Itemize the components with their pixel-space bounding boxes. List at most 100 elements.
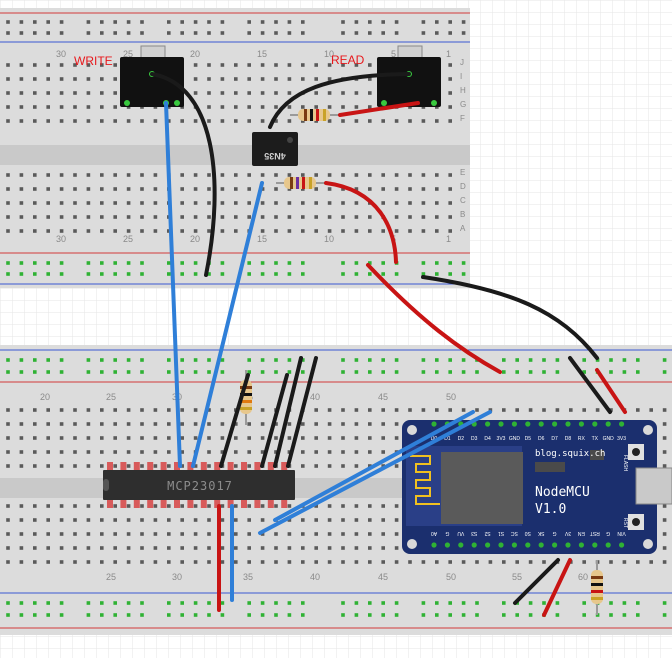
breadboard-hole <box>528 370 533 374</box>
breadboard-hole <box>46 613 50 617</box>
breadboard-hole <box>33 560 37 564</box>
breadboard-hole <box>314 408 318 412</box>
breadboard-hole <box>153 119 158 123</box>
breadboard-hole <box>662 370 667 374</box>
breadboard-hole <box>19 20 24 24</box>
breadboard-hole <box>180 261 184 265</box>
breadboard-hole <box>260 504 265 508</box>
breadboard-hole <box>19 261 24 265</box>
breadboard-hole <box>421 187 426 191</box>
breadboard-hole <box>19 613 24 617</box>
breadboard-hole <box>662 464 667 468</box>
breadboard-hole <box>207 20 211 24</box>
breadboard-hole <box>381 560 385 564</box>
breadboard-hole <box>327 229 332 233</box>
breadboard-hole <box>354 560 359 564</box>
breadboard-hole <box>33 532 37 536</box>
breadboard-hole <box>220 215 225 219</box>
breadboard-hole <box>6 215 10 219</box>
breadboard-hole <box>260 63 265 67</box>
breadboard-hole <box>381 201 385 205</box>
breadboard-hole <box>381 613 385 617</box>
breadboard-hole <box>301 31 305 35</box>
breadboard-hole <box>461 358 466 362</box>
breadboard-hole <box>180 408 184 412</box>
nodemcu-pin-label: G <box>445 530 449 536</box>
wire-black-read <box>268 72 411 129</box>
breadboard-hole <box>394 422 399 426</box>
nodemcu-pin <box>592 542 598 548</box>
col-num: 25 <box>123 49 133 59</box>
breadboard-hole <box>260 532 265 536</box>
breadboard-hole <box>59 105 64 109</box>
breadboard-hole <box>33 20 37 24</box>
resistor-bottom-right <box>591 560 603 615</box>
breadboard-hole <box>234 464 238 468</box>
breadboard-hole <box>662 436 667 440</box>
breadboard-hole <box>247 105 251 109</box>
col-num: 1 <box>446 49 451 59</box>
breadboard-hole <box>301 518 305 522</box>
breadboard-hole <box>153 560 158 564</box>
breadboard-hole <box>488 560 493 564</box>
breadboard-hole <box>193 464 198 468</box>
breadboard-hole <box>327 450 332 454</box>
read-jack <box>377 45 441 107</box>
breadboard-hole <box>167 450 171 454</box>
breadboard-hole <box>435 601 439 605</box>
col-num: 10 <box>324 49 334 59</box>
chip-pin <box>107 500 113 508</box>
breadboard-hole <box>126 261 131 265</box>
breadboard-hole <box>207 436 211 440</box>
breadboard-hole <box>153 201 158 205</box>
breadboard-hole <box>314 504 318 508</box>
breadboard-hole <box>234 546 238 550</box>
breadboard-hole <box>220 105 225 109</box>
breadboard-hole <box>220 408 225 412</box>
breadboard-hole <box>100 215 104 219</box>
breadboard-hole <box>260 261 265 265</box>
nodemcu-pin-label: GND <box>509 436 521 442</box>
breadboard-hole <box>113 77 117 81</box>
breadboard-hole <box>368 63 372 67</box>
breadboard-hole <box>6 560 10 564</box>
breadboard-hole <box>180 422 184 426</box>
breadboard-hole <box>19 464 24 468</box>
breadboard-hole <box>301 77 305 81</box>
breadboard-hole <box>33 105 37 109</box>
breadboard-hole <box>180 187 184 191</box>
breadboard-hole <box>73 91 77 95</box>
row-letter: J <box>460 58 464 67</box>
breadboard-hole <box>6 422 10 426</box>
breadboard-hole <box>234 518 238 522</box>
breadboard-hole <box>6 450 10 454</box>
breadboard-hole <box>502 601 506 605</box>
breadboard-hole <box>19 201 24 205</box>
breadboard-hole <box>368 358 372 362</box>
breadboard-hole <box>394 201 399 205</box>
breadboard-hole <box>542 408 546 412</box>
breadboard-hole <box>394 601 399 605</box>
breadboard-hole <box>73 173 77 177</box>
breadboard-hole <box>515 408 519 412</box>
breadboard-hole <box>140 613 144 617</box>
breadboard-hole <box>59 436 64 440</box>
breadboard-hole <box>448 173 452 177</box>
breadboard-hole <box>287 91 292 95</box>
breadboard-hole <box>140 201 144 205</box>
breadboard-hole <box>247 613 251 617</box>
breadboard-hole <box>86 229 91 233</box>
chip-pin <box>254 462 261 470</box>
breadboard-hole <box>435 358 439 362</box>
breadboard-hole <box>260 77 265 81</box>
breadboard-hole <box>140 229 144 233</box>
chip-pin <box>160 500 167 508</box>
nodemcu-pin <box>578 421 585 427</box>
breadboard-hole <box>394 532 399 536</box>
breadboard-hole <box>301 173 305 177</box>
breadboard-hole <box>6 31 10 35</box>
breadboard-hole <box>46 215 50 219</box>
breadboard-hole <box>314 201 318 205</box>
breadboard-hole <box>408 119 412 123</box>
breadboard-hole <box>274 261 278 265</box>
